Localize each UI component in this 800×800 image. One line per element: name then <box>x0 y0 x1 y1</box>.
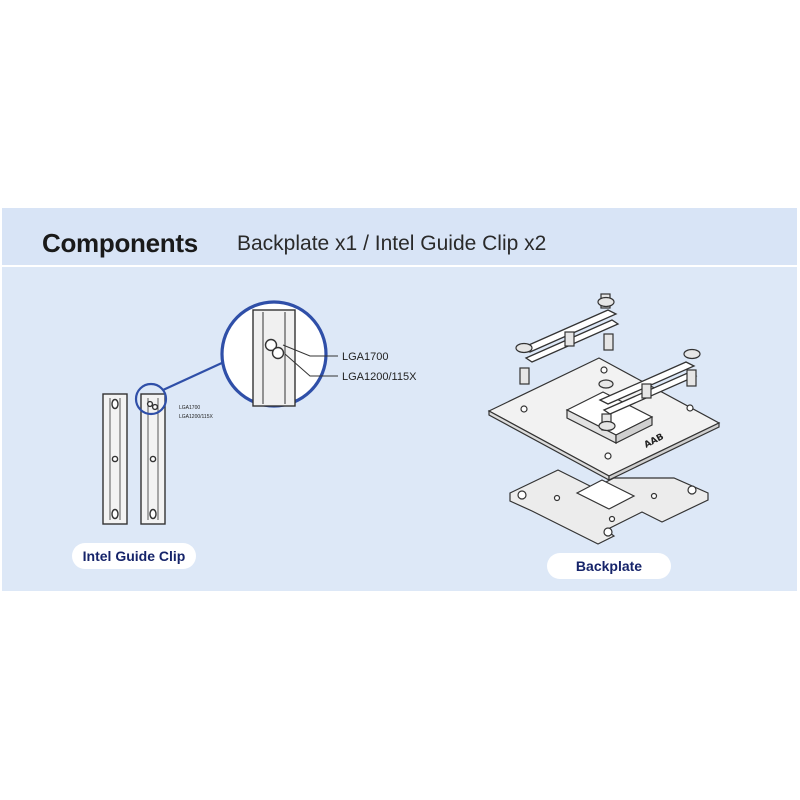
intel-guide-clip-caption: Intel Guide Clip <box>72 543 196 569</box>
section-subtitle: Backplate x1 / Intel Guide Clip x2 <box>237 232 547 255</box>
zoom-callout <box>134 300 338 416</box>
guide-clip-left <box>102 393 128 525</box>
zoom-label-lga1200-115x: LGA1200/115X <box>342 371 417 383</box>
clip-label-lga1700: LGA1700 <box>179 405 201 411</box>
components-banner: Components Backplate x1 / Intel Guide Cl… <box>2 208 797 591</box>
zoom-label-lga1700: LGA1700 <box>342 351 389 363</box>
section-title: Components <box>42 228 198 258</box>
backplate-illustration: AAB <box>487 293 721 545</box>
clip-label-lga1200-115x: LGA1200/115X <box>179 414 213 420</box>
components-illustration: AAB <box>102 293 721 545</box>
components-header: Components Backplate x1 / Intel Guide Cl… <box>2 208 797 267</box>
guide-clip-right <box>140 393 166 525</box>
backplate-caption: Backplate <box>547 553 671 579</box>
